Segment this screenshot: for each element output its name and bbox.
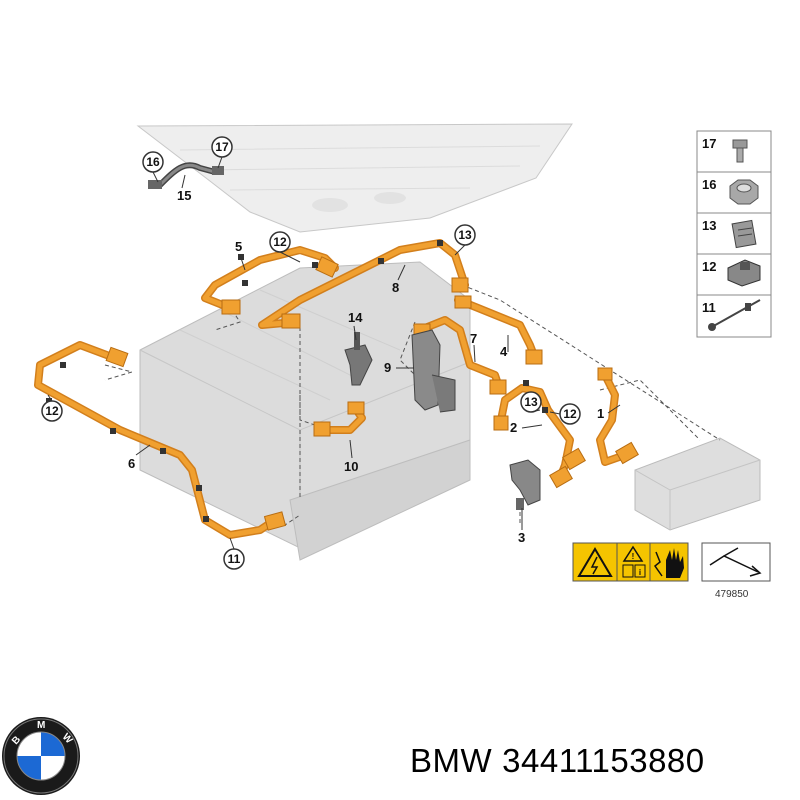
underbody-plate [136, 123, 573, 233]
svg-text:12: 12 [273, 235, 287, 249]
label-10: 10 [344, 459, 358, 474]
callout-leaders [47, 156, 561, 550]
electronics-box [634, 437, 761, 531]
label-1: 1 [597, 406, 604, 421]
part-labels: 1 2 3 4 5 6 7 8 9 10 14 15 [128, 188, 604, 545]
callout-12-upper: 12 [269, 231, 291, 253]
legend-num-16: 16 [702, 177, 716, 192]
label-6: 6 [128, 456, 135, 471]
callout-12-left: 12 [41, 400, 63, 422]
svg-text:i: i [639, 568, 641, 577]
legend-panel: 17 16 13 12 11 [696, 130, 772, 338]
callout-11: 11 [223, 548, 245, 570]
cable-connectors [105, 256, 639, 531]
svg-text:13: 13 [524, 395, 538, 409]
legend-num-13: 13 [702, 218, 716, 233]
svg-text:11: 11 [228, 552, 241, 566]
callout-12-lower: 12 [559, 403, 581, 425]
electric-shock-hand-icon [653, 548, 684, 578]
svg-text:17: 17 [215, 140, 229, 154]
plug-clip-icon [727, 259, 761, 287]
callout-17: 17 [211, 136, 233, 158]
label-15: 15 [177, 188, 191, 203]
warning-label: ! i [572, 542, 689, 582]
connector-block-icon [731, 219, 757, 249]
label-leaders [135, 174, 621, 530]
bracket-3 [509, 459, 541, 510]
brand-name: BMW [410, 742, 493, 779]
legend-num-11: 11 [702, 300, 716, 315]
bracket-9 [411, 329, 456, 413]
svg-text:12: 12 [45, 404, 59, 418]
svg-text:13: 13 [458, 228, 472, 242]
svg-text:16: 16 [146, 155, 160, 169]
part-number: 34411153880 [502, 742, 705, 779]
label-14: 14 [348, 310, 363, 325]
legend-num-12: 12 [702, 259, 716, 274]
callout-13-lower: 13 [520, 391, 542, 413]
bmw-logo: B M W [2, 717, 80, 795]
svg-text:!: ! [632, 552, 635, 561]
read-manual-icon: ! i [622, 545, 646, 578]
label-2: 2 [510, 420, 517, 435]
direction-arrow-box [701, 542, 771, 582]
cable-tie-icon [708, 299, 761, 331]
svg-text:M: M [37, 720, 45, 731]
nut-icon [729, 179, 759, 205]
label-5: 5 [235, 239, 242, 254]
high-voltage-warning-icon [577, 547, 613, 577]
label-8: 8 [392, 280, 399, 295]
bracket-14 [344, 332, 373, 386]
battery-pack [139, 261, 471, 561]
label-4: 4 [500, 344, 508, 359]
callout-13-upper: 13 [454, 224, 476, 246]
label-9: 9 [384, 360, 391, 375]
callout-16: 16 [142, 151, 164, 173]
cable-15 [148, 162, 224, 189]
label-7: 7 [470, 331, 477, 346]
legend-num-17: 17 [702, 136, 716, 151]
bolt-icon [732, 139, 748, 163]
reference-number: 479850 [715, 589, 749, 600]
svg-text:12: 12 [563, 407, 577, 421]
label-3: 3 [518, 530, 525, 545]
